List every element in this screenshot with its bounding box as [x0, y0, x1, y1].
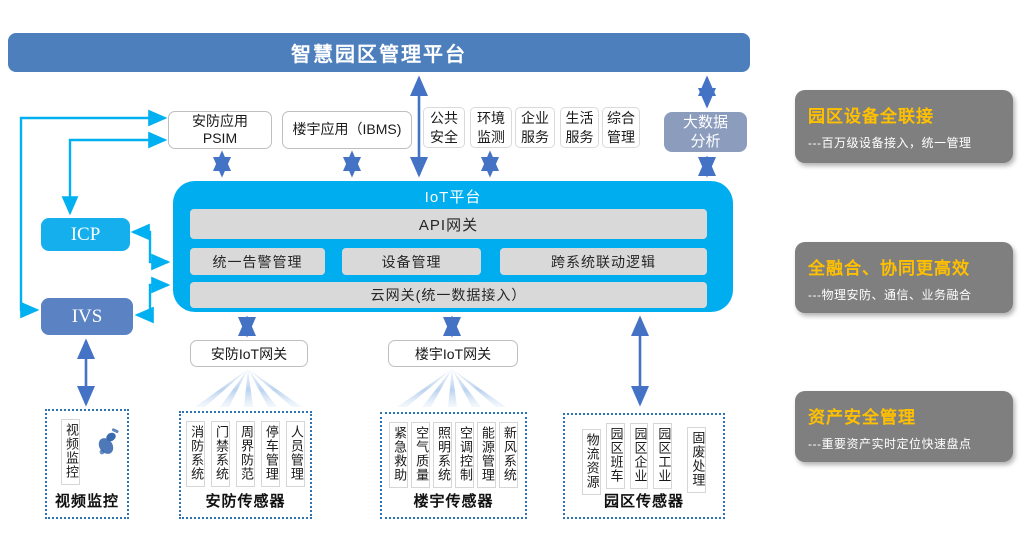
benefit-block-convergence: 全融合、协同更高效 ---物理安防、通信、业务融合 — [795, 242, 1013, 313]
service-chip-label: 生活服务 — [565, 110, 594, 145]
benefit-desc: ---重要资产实时定位快速盘点 — [808, 437, 972, 451]
service-chip-env-monitor: 环境监测 — [470, 107, 512, 148]
sensor-item: 园区班车 — [605, 423, 625, 489]
cloud-gateway-bar: 云网关(统一数据接入） — [190, 282, 707, 308]
sensor-item: 门禁系统 — [211, 421, 231, 487]
benefit-desc: ---物理安防、通信、业务融合 — [808, 288, 972, 302]
service-chip-label: 综合管理 — [607, 110, 635, 145]
service-chip-public-safety: 公共安全 — [423, 107, 465, 148]
security-sensors-group: 消防系统 门禁系统 周界防范 停车管理 人员管理 安防传感器 — [179, 411, 312, 519]
sensor-item: 新风系统 — [498, 422, 518, 488]
group-label: 安防传感器 — [205, 493, 286, 510]
sensor-item: 紧急救助 — [389, 422, 409, 488]
psim-label-en: PSIM — [202, 130, 238, 146]
group-label: 园区传感器 — [603, 493, 684, 510]
building-iot-gateway-box: 楼宇IoT网关 — [388, 340, 518, 367]
benefit-block-device-connect: 园区设备全联接 ---百万级设备接入，统一管理 — [795, 90, 1013, 163]
iot-platform-title: IoT平台 — [424, 189, 482, 206]
benefit-title: 资产安全管理 — [808, 408, 916, 427]
service-chip-enterprise: 企业服务 — [515, 107, 555, 148]
big-data-label: 大数据分析 — [682, 113, 728, 151]
ivs-node: IVS — [41, 298, 133, 335]
connector-ivs-iot — [134, 276, 171, 324]
cross-system-linkage-module: 跨系统联动逻辑 — [500, 248, 707, 275]
icp-node: ICP — [41, 218, 130, 251]
ivs-label: IVS — [71, 305, 103, 327]
sensor-item: 周界防范 — [236, 421, 255, 487]
sensor-item: 空调控制 — [455, 422, 474, 488]
sensor-item: 空气质量 — [411, 422, 431, 488]
sensor-item: 能源管理 — [476, 422, 496, 488]
psim-label-cn: 安防应用 — [192, 112, 248, 129]
iot-platform-box: IoT平台 API网关 统一告警管理 设备管理 跨系统联动逻辑 云网关(统一数据… — [173, 181, 733, 312]
video-surveillance-group: 视频监控 视频监控 — [45, 409, 129, 519]
service-chip-living: 生活服务 — [560, 107, 599, 148]
connector-psim-icp — [61, 131, 168, 216]
service-chip-label: 环境监测 — [477, 110, 505, 145]
service-chip-label: 公共安全 — [430, 110, 458, 145]
ibms-app-box: 楼宇应用（IBMS) — [282, 111, 412, 149]
connector-psim-ivs — [19, 109, 168, 319]
page-title-text: 智慧园区管理平台 — [291, 44, 467, 66]
sensor-item: 园区工业 — [653, 423, 673, 489]
psim-app-box: 安防应用 PSIM — [168, 111, 272, 149]
group-label: 楼宇传感器 — [413, 493, 494, 510]
service-chip-general-mgmt: 综合管理 — [602, 107, 640, 148]
security-iot-gateway-box: 安防IoT网关 — [190, 340, 308, 367]
sensor-item: 人员管理 — [285, 421, 305, 487]
connector-icp-iot — [130, 223, 171, 271]
sensor-item: 停车管理 — [260, 421, 280, 487]
park-sensors-group: 物流资源 园区班车 园区企业 园区工业 固废处理 园区传感器 — [563, 413, 725, 519]
big-data-analysis-box: 大数据分析 — [664, 112, 747, 152]
building-sensors-group: 紧急救助 空气质量 照明系统 空调控制 能源管理 新风系统 楼宇传感器 — [380, 412, 527, 519]
sensor-item: 消防系统 — [186, 421, 206, 487]
service-chip-label: 企业服务 — [521, 110, 549, 145]
alarm-mgmt-module: 统一告警管理 — [190, 248, 325, 275]
benefit-title: 全融合、协同更高效 — [808, 259, 970, 278]
ibms-label: 楼宇应用（IBMS) — [292, 121, 402, 138]
benefit-desc: ---百万级设备接入，统一管理 — [808, 136, 972, 150]
security-iot-gateway-label: 安防IoT网关 — [210, 345, 288, 362]
device-mgmt-module: 设备管理 — [342, 248, 481, 275]
api-gateway-bar: API网关 — [190, 209, 707, 239]
group-label: 视频监控 — [54, 493, 119, 510]
sensor-item: 视频监控 — [61, 419, 80, 485]
sensor-item: 照明系统 — [433, 422, 452, 488]
sensor-item: 园区企业 — [629, 423, 649, 489]
building-iot-gateway-label: 楼宇IoT网关 — [414, 345, 492, 362]
sensor-item: 固废处理 — [687, 427, 707, 493]
page-title: 智慧园区管理平台 — [8, 33, 750, 72]
camera-icon — [98, 428, 119, 455]
benefit-block-asset-safety: 资产安全管理 ---重要资产实时定位快速盘点 — [795, 391, 1013, 462]
sensor-item: 物流资源 — [581, 429, 601, 495]
benefit-title: 园区设备全联接 — [808, 107, 934, 126]
icp-label: ICP — [70, 223, 101, 245]
